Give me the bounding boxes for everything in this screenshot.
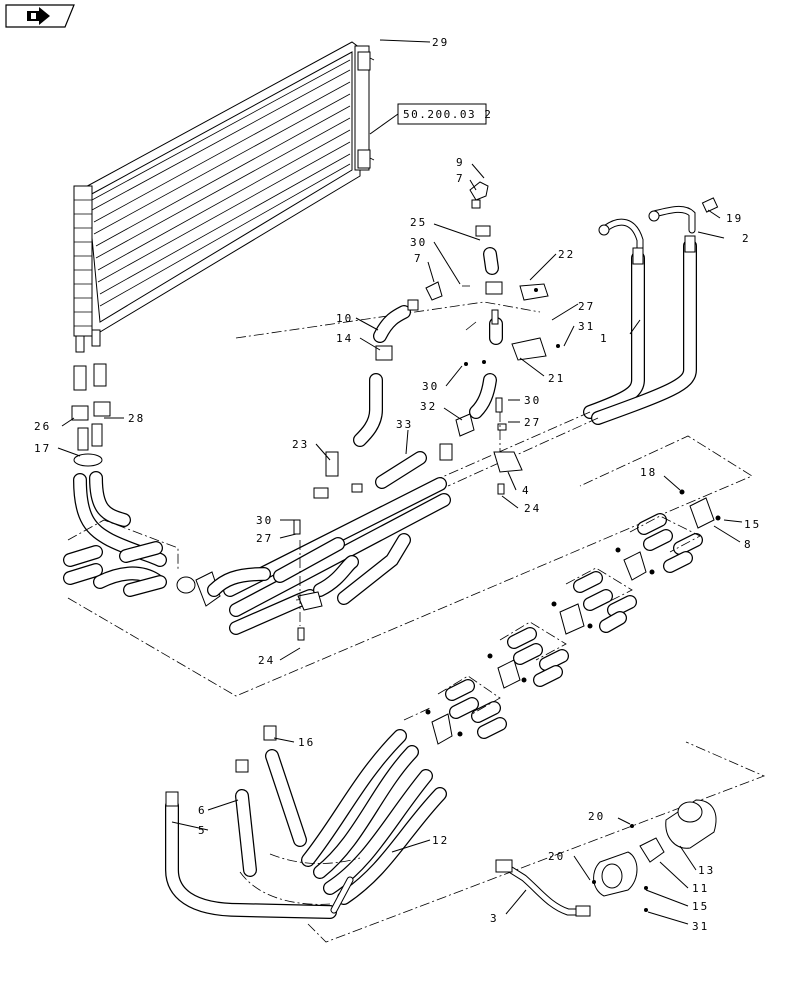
hoses-10-14-25: [293, 181, 560, 641]
callout-9: 9: [456, 156, 465, 169]
callout-31b: 31: [692, 920, 709, 933]
callout-27b: 27: [524, 416, 541, 429]
hose-assembly-left: [63, 453, 221, 607]
callout-7a: 7: [456, 172, 465, 185]
hose-bundle-middle: [207, 477, 451, 635]
callout-10: 10: [336, 312, 353, 325]
reference-box[interactable]: 50.200.03 2: [369, 103, 492, 135]
callout-20b: 20: [548, 850, 565, 863]
group-outline-upper: [67, 301, 753, 697]
callout-7b: 7: [414, 252, 423, 265]
callout-27a: 27: [578, 300, 595, 313]
callout-8: 8: [744, 538, 753, 551]
callout-30d: 30: [256, 514, 273, 527]
callout-1: 1: [600, 332, 609, 345]
callout-16: 16: [298, 736, 315, 749]
hose-assembly-lower: [165, 725, 447, 919]
callout-15b: 15: [692, 900, 709, 913]
callout-22: 22: [558, 248, 575, 261]
callout-13: 13: [698, 864, 715, 877]
callout-23: 23: [292, 438, 309, 451]
callout-31a: 31: [578, 320, 595, 333]
receiver-drier: [495, 799, 717, 917]
callout-24b: 24: [258, 654, 275, 667]
callout-26: 26: [34, 420, 51, 433]
reference-box-label: 50.200.03 2: [403, 108, 492, 121]
callout-2: 2: [742, 232, 751, 245]
callout-4: 4: [522, 484, 531, 497]
next-page-arrow-icon: [5, 4, 75, 28]
callout-27c: 27: [256, 532, 273, 545]
callout-25: 25: [410, 216, 427, 229]
callouts: 29 9 7 25 30 22 7 27 31 1 19 2 10 14 21 …: [34, 36, 761, 933]
callout-19: 19: [726, 212, 743, 225]
hose-1-2: [439, 197, 719, 487]
group-outline-lower: [307, 707, 766, 943]
callout-18: 18: [640, 466, 657, 479]
callout-29: 29: [432, 36, 449, 49]
callout-30c: 30: [524, 394, 541, 407]
callout-33: 33: [396, 418, 413, 431]
callout-20a: 20: [588, 810, 605, 823]
callout-28: 28: [128, 412, 145, 425]
callout-6: 6: [198, 804, 207, 817]
callout-21: 21: [548, 372, 565, 385]
callout-15a: 15: [744, 518, 761, 531]
callout-30b: 30: [422, 380, 439, 393]
next-page-button[interactable]: [5, 4, 75, 28]
callout-3: 3: [490, 912, 499, 925]
callout-32: 32: [420, 400, 437, 413]
callout-24a: 24: [524, 502, 541, 515]
callout-30a: 30: [410, 236, 427, 249]
hose-33: [375, 451, 427, 489]
callout-14: 14: [336, 332, 353, 345]
clamp-strip: [425, 489, 721, 745]
callout-12: 12: [432, 834, 449, 847]
condenser: [71, 41, 375, 451]
callout-17: 17: [34, 442, 51, 455]
callout-11: 11: [692, 882, 709, 895]
callout-5: 5: [198, 824, 207, 837]
